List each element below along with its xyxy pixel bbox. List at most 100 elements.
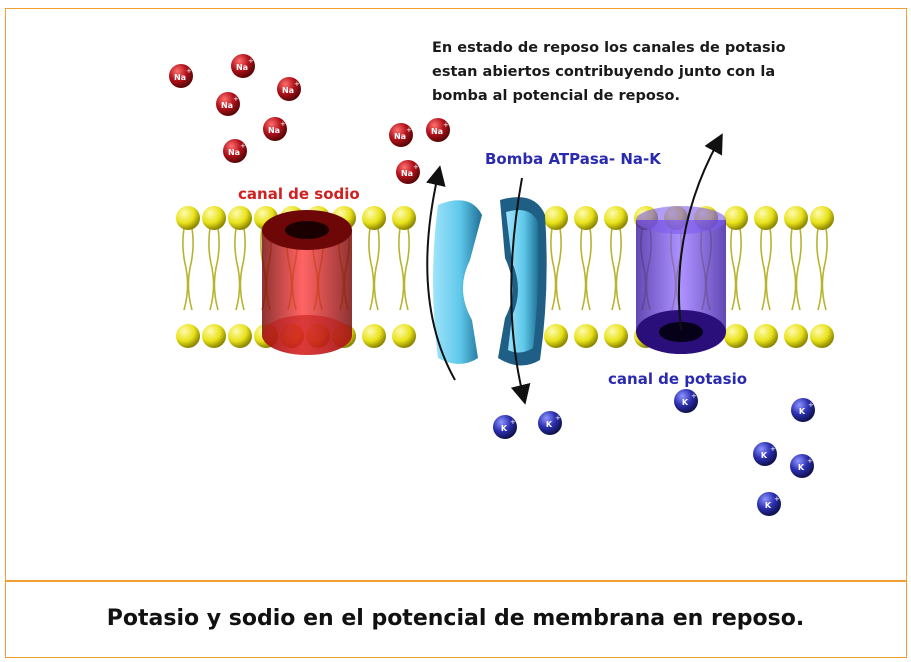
transport-arrows bbox=[426, 133, 723, 405]
note-line-2: estan abiertos contribuyendo junto con l… bbox=[432, 64, 775, 80]
lipid-tails bbox=[182, 227, 828, 311]
sodium-ion: Na+ bbox=[223, 139, 247, 163]
lipid-tail bbox=[208, 227, 220, 311]
sodium-ion: Na+ bbox=[263, 117, 287, 141]
resting-state-note: En estado de reposo los canales de potas… bbox=[432, 40, 786, 104]
potassium-ion-label: K bbox=[761, 451, 768, 460]
lipid-head bbox=[202, 324, 226, 348]
sodium-ions: Na+Na+Na+Na+Na+Na+Na+Na+Na+ bbox=[169, 54, 450, 184]
potassium-ion-label: K bbox=[765, 501, 772, 510]
lipid-tail bbox=[234, 227, 246, 311]
sodium-ion-label: Na bbox=[174, 73, 186, 82]
sodium-ion-label: Na bbox=[401, 169, 413, 178]
sodium-ion-label: Na bbox=[394, 132, 406, 141]
sodium-ion-charge: + bbox=[248, 57, 254, 65]
lipid-head bbox=[724, 324, 748, 348]
sodium-ion: Na+ bbox=[216, 92, 240, 116]
lipid-head bbox=[176, 206, 200, 230]
lipid-tail bbox=[730, 227, 742, 311]
sodium-ion: Na+ bbox=[389, 123, 413, 147]
sodium-ion: Na+ bbox=[231, 54, 255, 78]
pump-label: Bomba ATPasa- Na-K bbox=[485, 150, 662, 168]
sodium-ion-charge: + bbox=[280, 120, 286, 128]
potassium-ion-charge: + bbox=[774, 495, 780, 503]
lipid-tail bbox=[368, 227, 380, 311]
lipid-tail bbox=[790, 227, 802, 311]
sodium-ion-charge: + bbox=[186, 67, 192, 75]
potassium-channel-label: canal de potasio bbox=[608, 370, 747, 388]
lipid-head bbox=[362, 206, 386, 230]
potassium-ion-charge: + bbox=[510, 418, 516, 426]
lipid-head bbox=[784, 324, 808, 348]
lipid-head bbox=[362, 324, 386, 348]
sodium-ion-label: Na bbox=[236, 63, 248, 72]
sodium-ion-charge: + bbox=[413, 163, 419, 171]
potassium-leak-arrow bbox=[677, 133, 723, 331]
lipid-head bbox=[810, 206, 834, 230]
lipid-head bbox=[228, 324, 252, 348]
sodium-ion-charge: + bbox=[240, 142, 246, 150]
potassium-ion-charge: + bbox=[555, 414, 561, 422]
potassium-ion: K+ bbox=[757, 492, 781, 516]
lipid-tail bbox=[760, 227, 772, 311]
lipid-head bbox=[228, 206, 252, 230]
potassium-ion-label: K bbox=[798, 463, 805, 472]
sodium-ion-label: Na bbox=[431, 127, 443, 136]
lipid-tail bbox=[816, 227, 828, 311]
potassium-ion: K+ bbox=[753, 442, 777, 466]
sodium-ion: Na+ bbox=[396, 160, 420, 184]
sodium-ion: Na+ bbox=[426, 118, 450, 142]
potassium-ion-label: K bbox=[799, 407, 806, 416]
sodium-ion-label: Na bbox=[268, 126, 280, 135]
potassium-ion-label: K bbox=[501, 424, 508, 433]
potassium-ion-label: K bbox=[546, 420, 553, 429]
lipid-head bbox=[392, 324, 416, 348]
sodium-ion: Na+ bbox=[169, 64, 193, 88]
lipid-tail bbox=[580, 227, 592, 311]
lipid-head bbox=[754, 206, 778, 230]
potassium-ion: K+ bbox=[791, 398, 815, 422]
sodium-ion-label: Na bbox=[228, 148, 240, 157]
lipid-head bbox=[574, 324, 598, 348]
potassium-ion: K+ bbox=[538, 411, 562, 435]
potassium-ion-charge: + bbox=[691, 392, 697, 400]
sodium-ion-charge: + bbox=[233, 95, 239, 103]
lipid-head bbox=[544, 324, 568, 348]
lipid-head bbox=[544, 206, 568, 230]
lipid-head bbox=[176, 324, 200, 348]
sodium-ion-label: Na bbox=[282, 86, 294, 95]
lipid-tail bbox=[398, 227, 410, 311]
lipid-head bbox=[754, 324, 778, 348]
sodium-ion-charge: + bbox=[406, 126, 412, 134]
potassium-channel bbox=[636, 206, 726, 354]
lipid-head bbox=[202, 206, 226, 230]
potassium-ion-charge: + bbox=[770, 445, 776, 453]
sodium-ion-charge: + bbox=[443, 121, 449, 129]
potassium-ion-charge: + bbox=[808, 401, 814, 409]
potassium-ion: K+ bbox=[790, 454, 814, 478]
figure-caption: Potasio y sodio en el potencial de membr… bbox=[106, 606, 805, 631]
potassium-ion-charge: + bbox=[807, 457, 813, 465]
lipid-head bbox=[604, 324, 628, 348]
sodium-channel-label: canal de sodio bbox=[238, 185, 360, 203]
lipid-tail bbox=[182, 227, 194, 311]
lipid-tail bbox=[550, 227, 562, 311]
atpase-pump bbox=[433, 197, 547, 366]
note-line-1: En estado de reposo los canales de potas… bbox=[432, 40, 786, 56]
potassium-influx-arrow bbox=[510, 177, 531, 405]
sodium-ion-label: Na bbox=[221, 101, 233, 110]
potassium-ion: K+ bbox=[674, 389, 698, 413]
lipid-head bbox=[810, 324, 834, 348]
lipid-head bbox=[784, 206, 808, 230]
lipid-tail bbox=[610, 227, 622, 311]
sodium-ion: Na+ bbox=[277, 77, 301, 101]
lipid-head bbox=[392, 206, 416, 230]
potassium-ions: K+K+K+K+K+K+K+ bbox=[493, 389, 815, 516]
lipid-head bbox=[604, 206, 628, 230]
note-line-3: bomba al potencial de reposo. bbox=[432, 88, 680, 104]
lipid-head bbox=[724, 206, 748, 230]
potassium-ion-label: K bbox=[682, 398, 689, 407]
sodium-efflux-arrow bbox=[426, 165, 456, 381]
sodium-channel bbox=[262, 210, 352, 355]
